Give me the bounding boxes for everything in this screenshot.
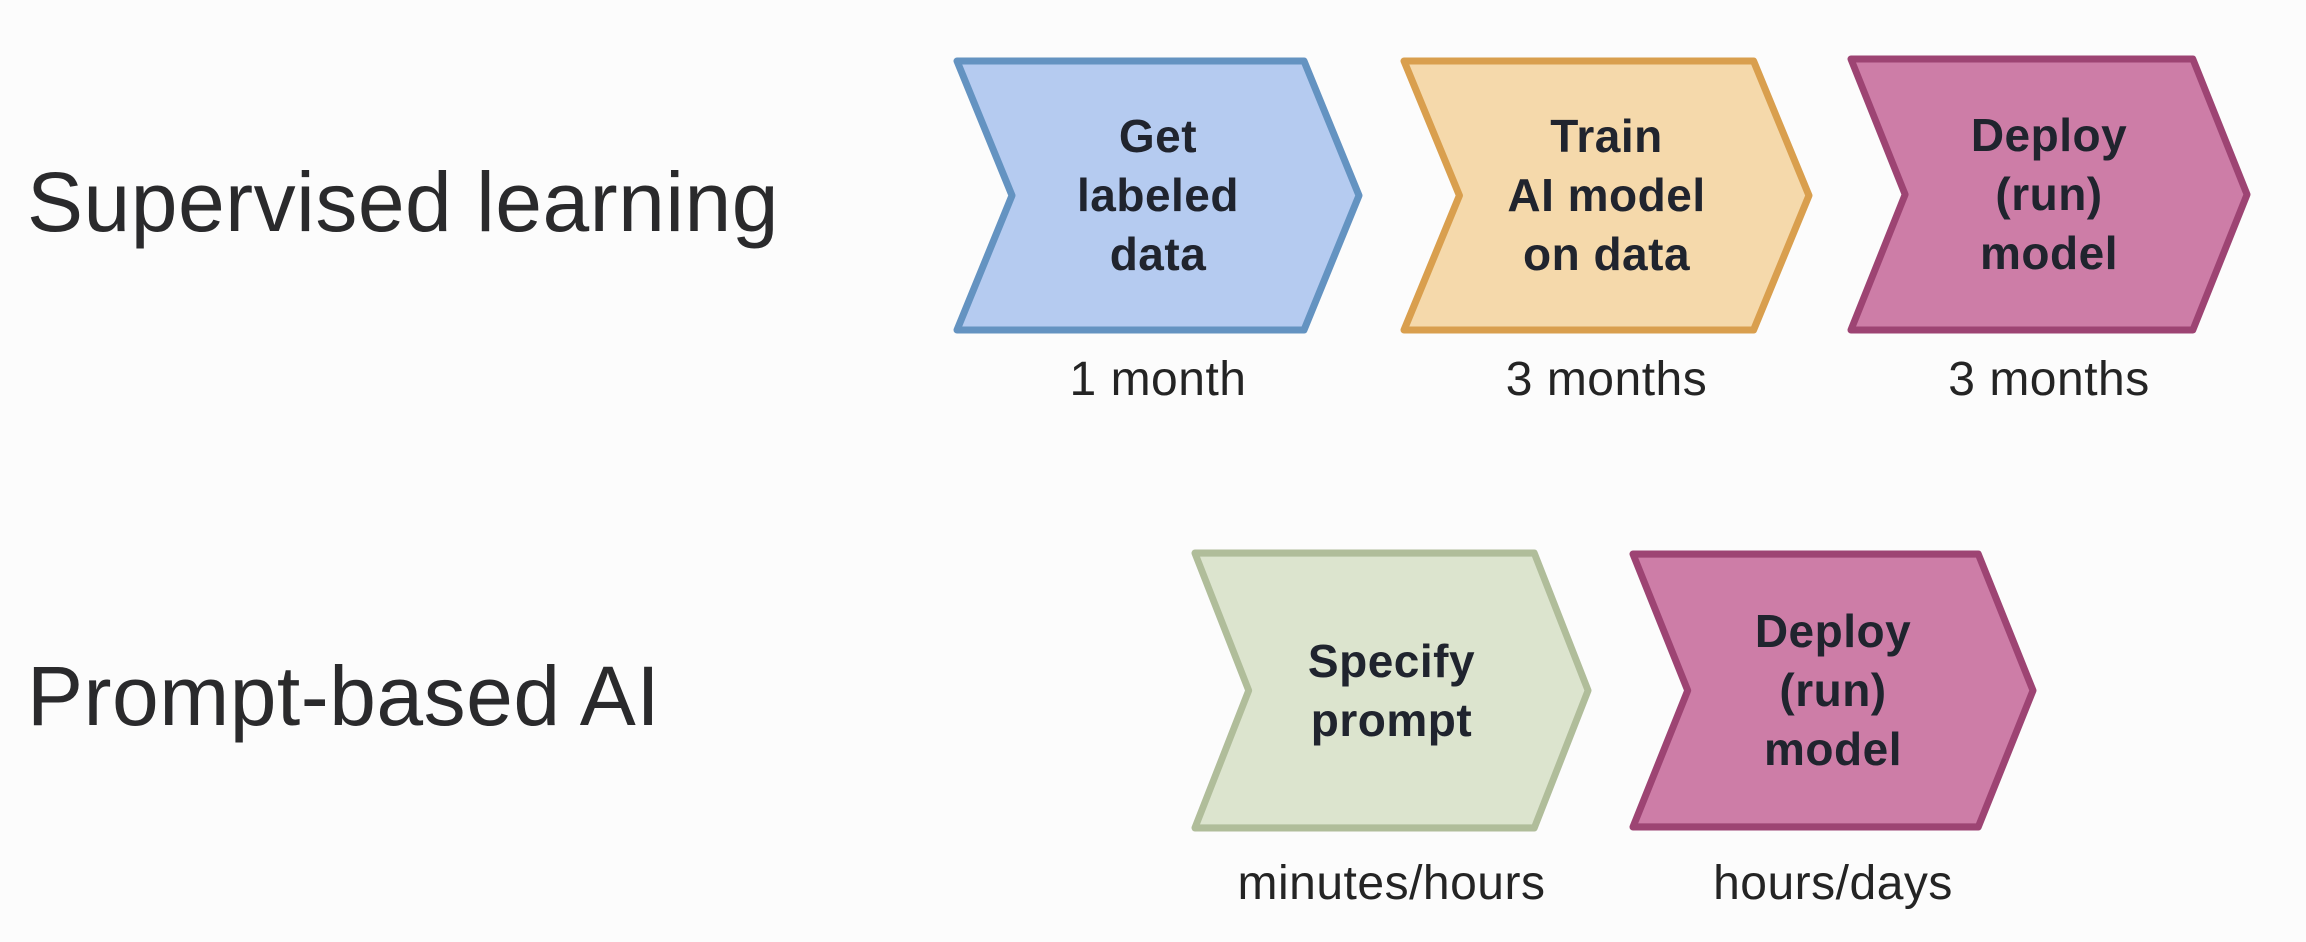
chevron-step-deploy-run-model: Deploy (run) model xyxy=(1847,55,2251,334)
chevron-polygon xyxy=(1847,55,2251,334)
step-label-line: model xyxy=(1764,723,1902,775)
chevron-step-label: Deploy (run) model xyxy=(1629,550,2037,831)
chevron-polygon xyxy=(1400,57,1813,334)
chevron-step-label: Specify prompt xyxy=(1191,549,1592,832)
chevron-arrow-shape xyxy=(1400,57,1813,334)
chevron-step-get-labeled-data: Get labeled data xyxy=(953,57,1363,334)
step-label-line: Get xyxy=(1118,110,1198,162)
step-label-line: model xyxy=(1980,227,2118,279)
chevron-arrow-shape xyxy=(1847,55,2251,334)
duration-label: 3 months xyxy=(1505,353,1708,406)
row-label-prompt-based-ai: Prompt-based AI xyxy=(27,649,661,743)
step-label-line: (run) xyxy=(1779,664,1887,716)
step-label-line: AI model xyxy=(1507,169,1706,221)
chevron-step-deploy-run-model: Deploy (run) model xyxy=(1629,550,2037,831)
chevron-arrow-shape xyxy=(953,57,1363,334)
step-label-line: Train xyxy=(1550,110,1663,162)
row-label-supervised-learning: Supervised learning xyxy=(27,155,779,249)
chevron-step-label: Deploy (run) model xyxy=(1847,55,2251,334)
chevron-polygon xyxy=(1629,550,2037,831)
step-label-line: (run) xyxy=(1995,168,2103,220)
chevron-step-label: Train AI model on data xyxy=(1400,57,1813,334)
step-label-line: on data xyxy=(1522,228,1691,280)
chevron-step-train-ai-model: Train AI model on data xyxy=(1400,57,1813,334)
chevron-polygon xyxy=(1191,549,1592,832)
step-label-line: Deploy xyxy=(1754,605,1912,657)
chevron-step-label: Get labeled data xyxy=(953,57,1363,334)
step-label-line: prompt xyxy=(1310,693,1473,746)
step-label-line: data xyxy=(1109,228,1207,280)
step-label-line: Specify xyxy=(1307,634,1476,687)
chevron-polygon xyxy=(953,57,1363,334)
chevron-arrow-shape xyxy=(1191,549,1592,832)
step-label-line: Deploy xyxy=(1970,109,2128,161)
duration-label: hours/days xyxy=(1713,857,1953,910)
duration-label: 3 months xyxy=(1948,353,2150,406)
duration-label: minutes/hours xyxy=(1237,857,1546,910)
chevron-step-specify-prompt: Specify prompt xyxy=(1191,549,1592,832)
step-label-line: labeled xyxy=(1076,169,1239,221)
chevron-arrow-shape xyxy=(1629,550,2037,831)
duration-label: 1 month xyxy=(1069,353,1247,406)
